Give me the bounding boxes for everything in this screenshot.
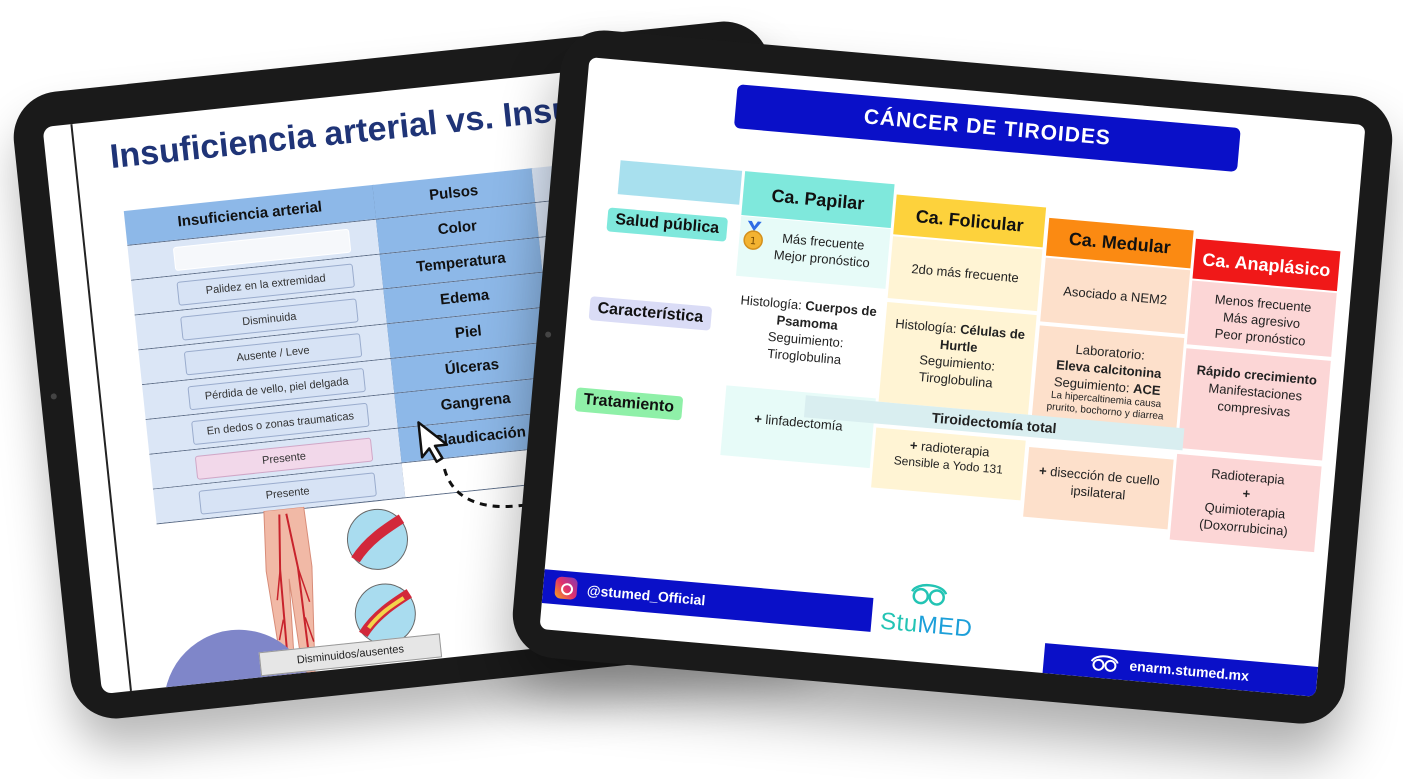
left-tablet-screen: Insuficiencia arterial vs. Insufici Insu… — [42, 51, 819, 695]
website-url: enarm.stumed.mx — [1128, 657, 1250, 684]
stumed-glasses-icon — [911, 584, 948, 606]
tablet-camera-dot — [544, 331, 552, 338]
legs-artery-illustration-icon — [263, 506, 416, 676]
slide-title-banner: CÁNCER DE TIROIDES — [733, 84, 1241, 173]
tablet-camera-dot — [50, 393, 58, 400]
cell-anaplasico-tratamiento: Radioterapia + Quimioterapia (Doxorrubic… — [1169, 453, 1322, 553]
cell-medular-tratamiento: + disección de cuello ipsilateral — [1023, 446, 1174, 530]
cell-papilar-caracteristica: Histología: Cuerpos de Psamoma Seguimien… — [726, 280, 885, 394]
cell-folicular-tratamiento: + radioterapia Sensible a Yodo 131 — [871, 427, 1026, 501]
right-tablet-screen: CÁNCER DE TIROIDES Ca. Papilar Ca. Folic… — [539, 57, 1366, 697]
cell-papilar-salud: 1 Más frecuente Mejor pronóstico — [736, 215, 891, 289]
dashed-arrow-icon — [443, 468, 549, 508]
pointer-cursor-icon — [417, 421, 449, 464]
logo-text-stu: Stu — [879, 607, 919, 638]
glasses-icon — [1090, 655, 1119, 672]
cell-anaplasico-caracteristica: Rápido crecimiento Manifestaciones compr… — [1177, 348, 1331, 461]
footer-website-bar[interactable]: enarm.stumed.mx — [1042, 643, 1319, 697]
gold-medal-icon: 1 — [743, 220, 763, 250]
cell-folicular-caracteristica: Histología: Células de Hurtle Seguimient… — [878, 302, 1037, 415]
cell-folicular-salud: 2do más frecuente — [887, 236, 1043, 312]
instagram-handle: @stumed_Official — [586, 581, 706, 609]
svg-text:1: 1 — [749, 236, 756, 248]
page-margin-line — [70, 123, 132, 692]
row-label-caracteristica: Característica — [588, 296, 713, 331]
cell-anaplasico-salud: Menos frecuente Más agresivo Peor pronós… — [1186, 280, 1337, 357]
table-corner-cell — [617, 160, 743, 205]
left-tablet: Insuficiencia arterial vs. Insufici Insu… — [9, 17, 831, 723]
row-label-salud-publica: Salud pública — [606, 207, 729, 242]
cell-papilar-tratamiento: + linfadectomía — [720, 385, 876, 469]
footer-instagram-bar[interactable]: @stumed_Official — [541, 569, 874, 632]
cell-medular-salud: Asociado a NEM2 — [1040, 257, 1191, 335]
left-slide-title: Insuficiencia arterial vs. Insufici — [108, 84, 624, 177]
right-tablet: CÁNCER DE TIROIDES Ca. Papilar Ca. Folic… — [509, 26, 1396, 728]
row-label-tratamiento: Tratamiento — [574, 387, 683, 421]
instagram-icon — [554, 576, 579, 601]
stumed-logo: StuMED — [875, 576, 980, 643]
logo-text-med: MED — [916, 610, 974, 643]
